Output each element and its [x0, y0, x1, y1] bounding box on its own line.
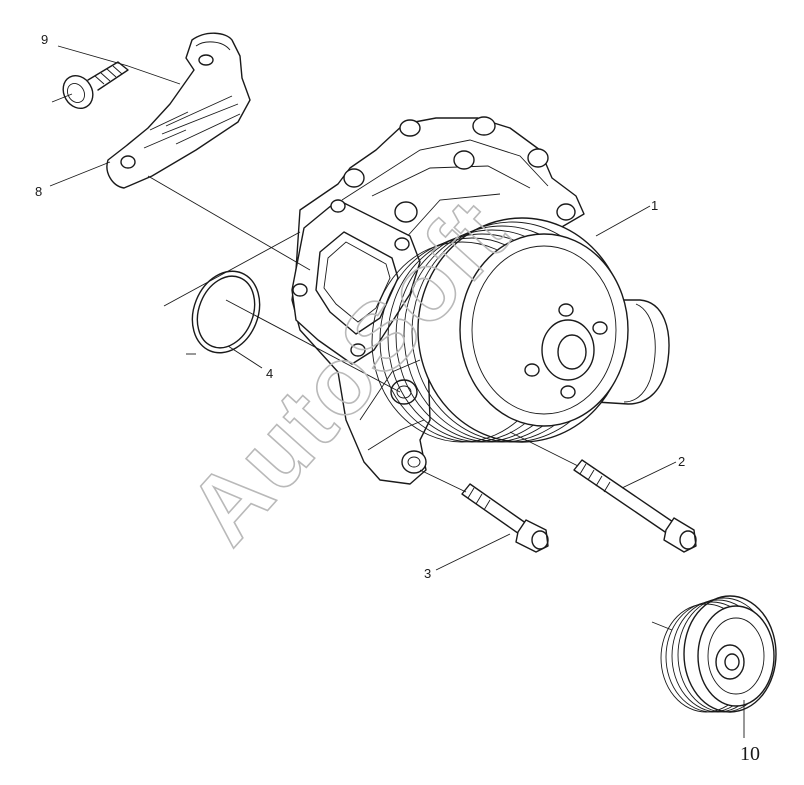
part-2-long-bolt: [573, 459, 697, 553]
callout-8: 8: [35, 184, 42, 199]
part-8-bracket: [106, 32, 251, 189]
callout-9: 9: [41, 32, 48, 47]
pump-pulley: [371, 217, 629, 443]
callout-3: 3: [424, 566, 431, 581]
part-3-short-bolt: [461, 483, 549, 553]
callout-1: 1: [651, 198, 658, 213]
callout-2: 2: [678, 454, 685, 469]
part-1-water-pump: [291, 116, 670, 485]
callout-4: 4: [266, 366, 273, 381]
callout-10: 10: [740, 743, 760, 765]
leader-lines: [49, 45, 745, 738]
part-10-idler-pulley: [660, 595, 777, 713]
part-4-o-ring: [191, 270, 261, 354]
part-9-bolt: [62, 61, 129, 110]
